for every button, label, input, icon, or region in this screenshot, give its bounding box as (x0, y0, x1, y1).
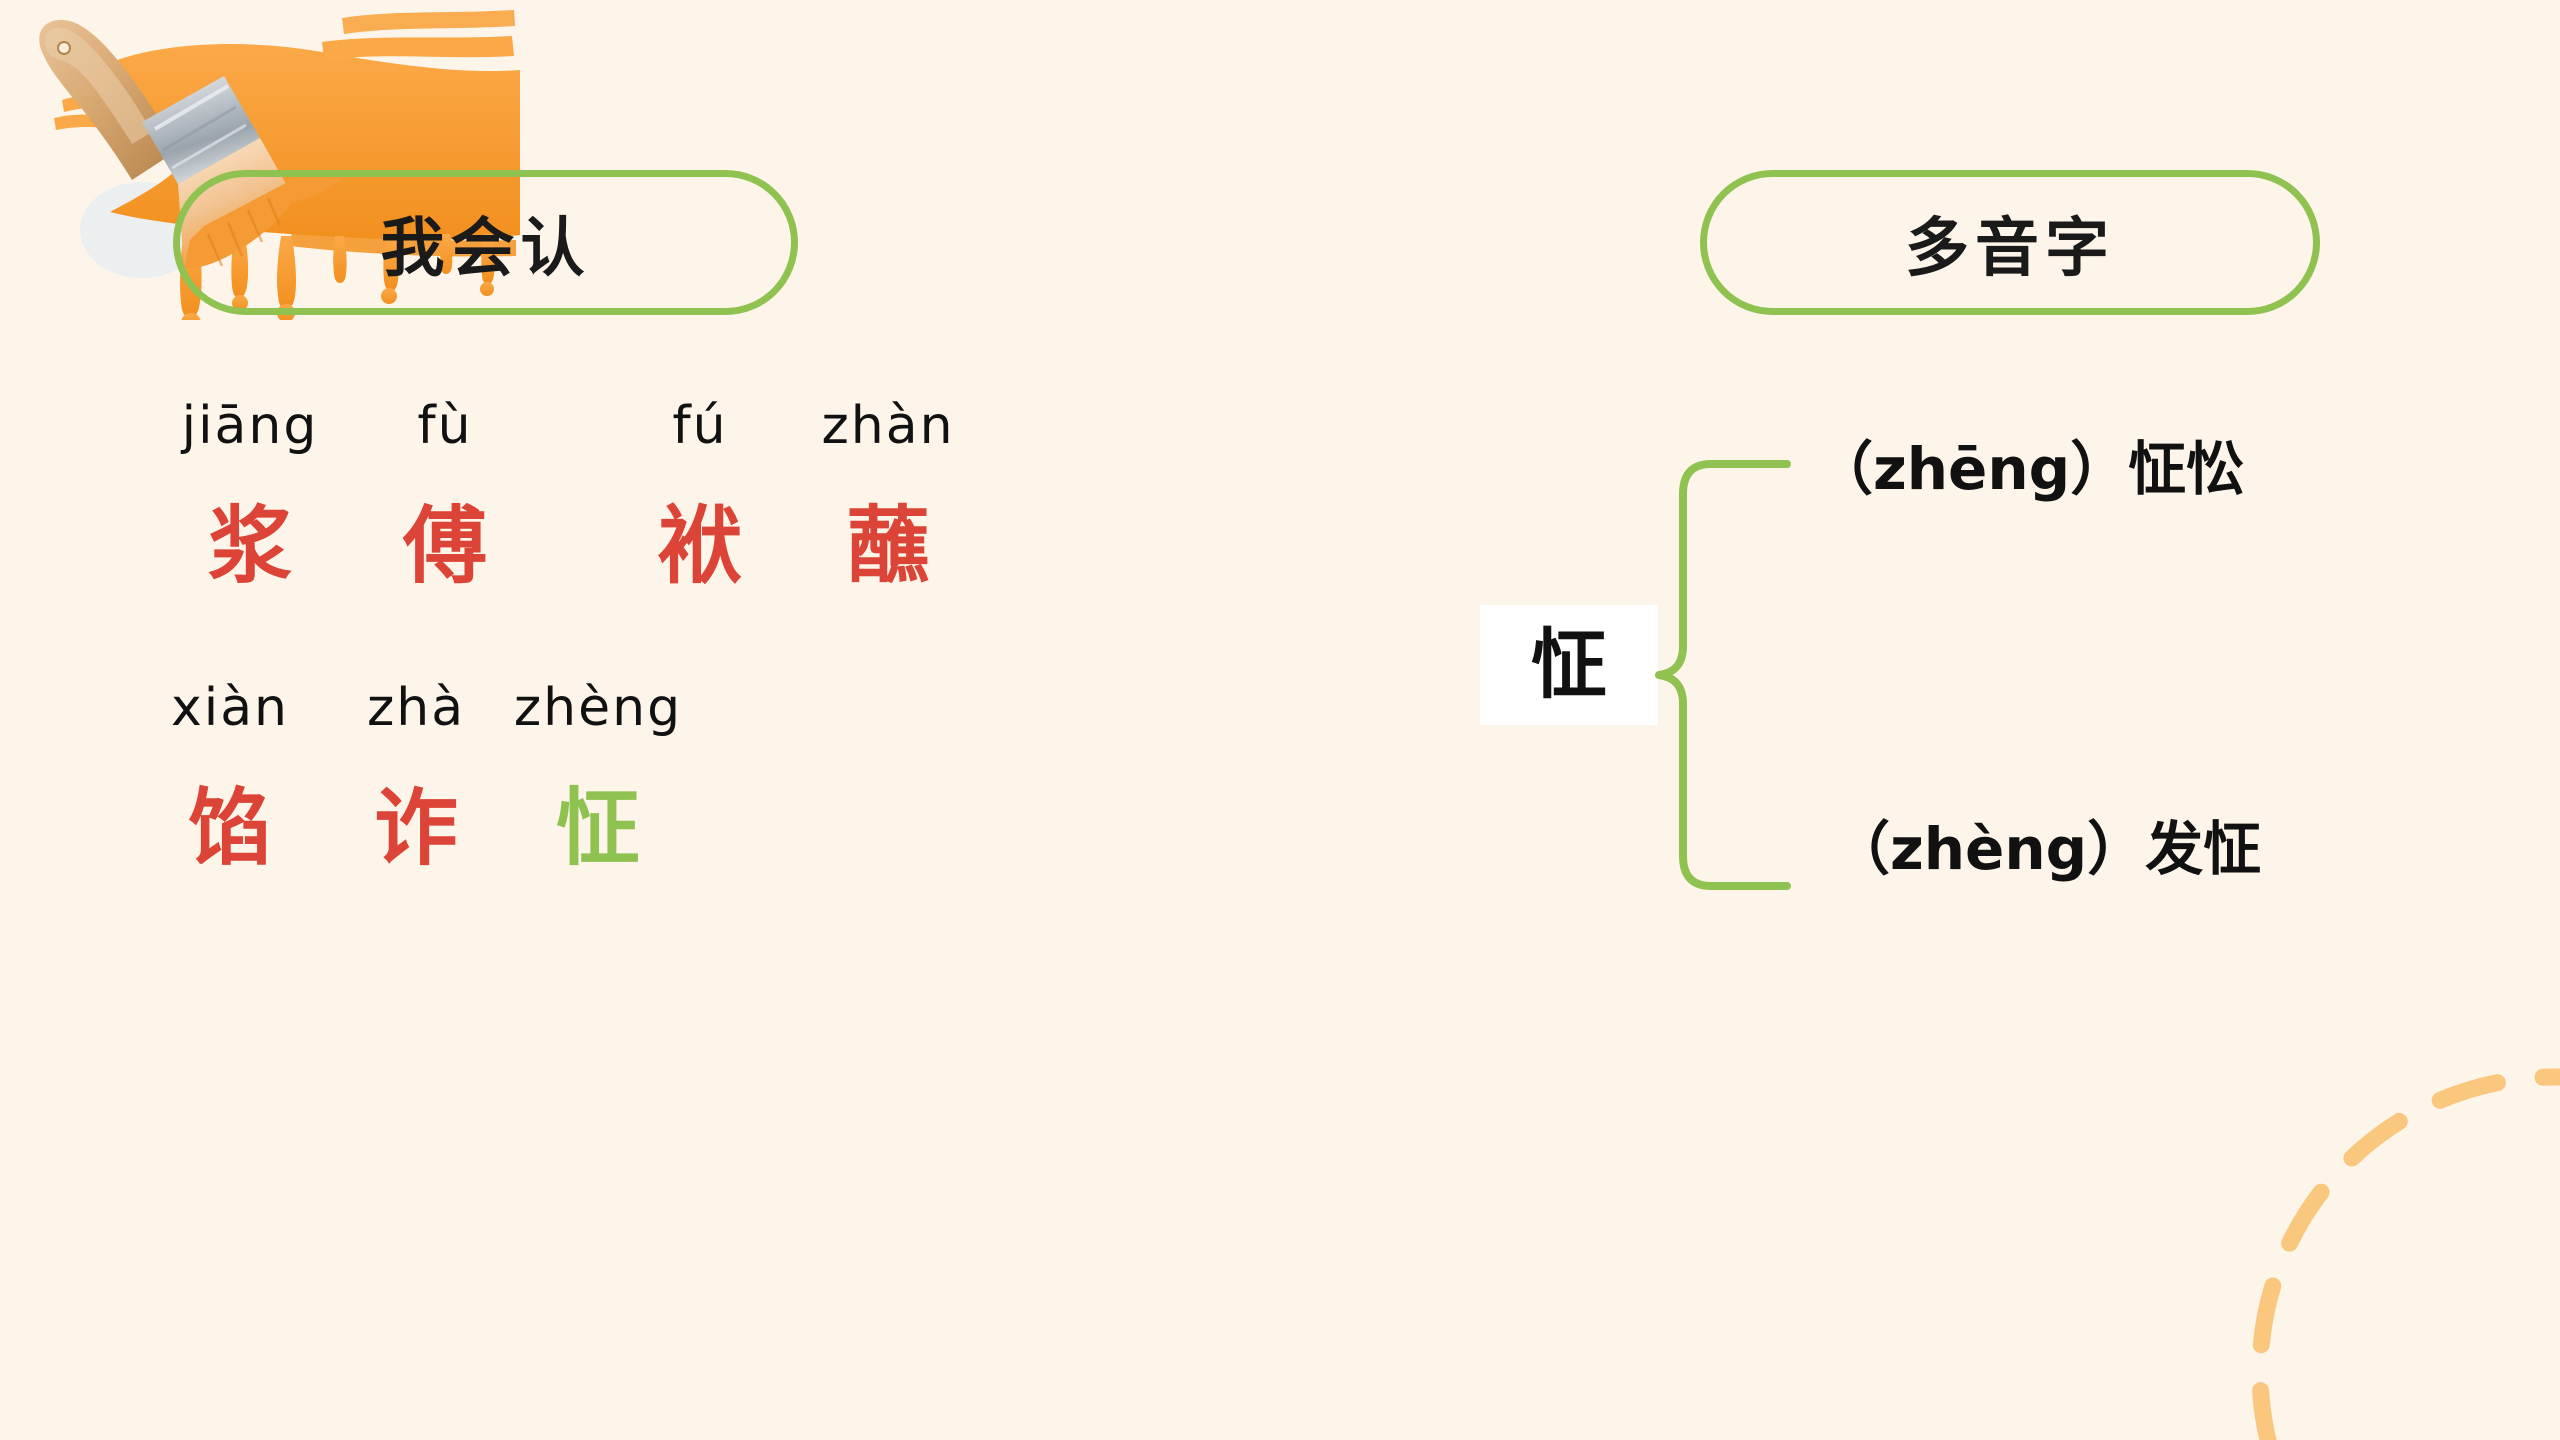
polyphonic-diagram: 怔 （zhēng）怔忪 （zhèng）发怔 (1460, 430, 2480, 930)
brace-connector-icon (1655, 460, 1791, 890)
pinyin-label: fù (417, 396, 473, 456)
hanzi-glyph: 袱 (657, 497, 742, 595)
page-title-left: 我会认 (380, 212, 591, 284)
pinyin-label: zhàn (821, 396, 955, 456)
hanzi-glyph: 傅 (402, 497, 487, 595)
character-cell: zhà 诈 (316, 682, 516, 870)
pinyin-label: xiàn (170, 678, 290, 738)
character-row: xiàn 馅 zhà 诈 zhèng 怔 (150, 682, 1400, 912)
section-title-pill-left: 我会认 (173, 170, 798, 315)
base-character-box: 怔 (1480, 605, 1658, 725)
page-title-right: 多音字 (1905, 212, 2115, 284)
branch-reading: （zhēng）怔忪 (1815, 435, 2245, 503)
character-grid: jiāng 浆 fù 傅 fú 袱 zhàn 蘸 xiàn 馅 zh (150, 400, 1400, 912)
pinyin-label: fú (672, 396, 728, 456)
character-cell: fù 傅 (345, 400, 545, 588)
pinyin-label: zhèng (513, 678, 683, 738)
section-title-pill-right: 多音字 (1700, 170, 2320, 315)
dashed-circle-decoration (2251, 1068, 2560, 1440)
pinyin-label: zhà (366, 678, 466, 738)
character-cell: zhèng 怔 (498, 682, 698, 870)
base-character-glyph: 怔 (1531, 620, 1607, 709)
hanzi-glyph: 蘸 (845, 497, 930, 595)
hanzi-glyph: 馅 (187, 779, 272, 877)
hanzi-glyph: 怔 (555, 779, 640, 877)
pinyin-label: jiāng (181, 396, 319, 456)
character-row: jiāng 浆 fù 傅 fú 袱 zhàn 蘸 (150, 400, 1400, 630)
character-cell: fú 袱 (600, 400, 800, 588)
branch-reading: （zhèng）发怔 (1832, 815, 2262, 883)
character-cell: zhàn 蘸 (788, 400, 988, 588)
hanzi-glyph: 诈 (373, 779, 458, 877)
character-cell: jiāng 浆 (150, 400, 350, 588)
hanzi-glyph: 浆 (207, 497, 292, 595)
character-cell: xiàn 馅 (130, 682, 330, 870)
